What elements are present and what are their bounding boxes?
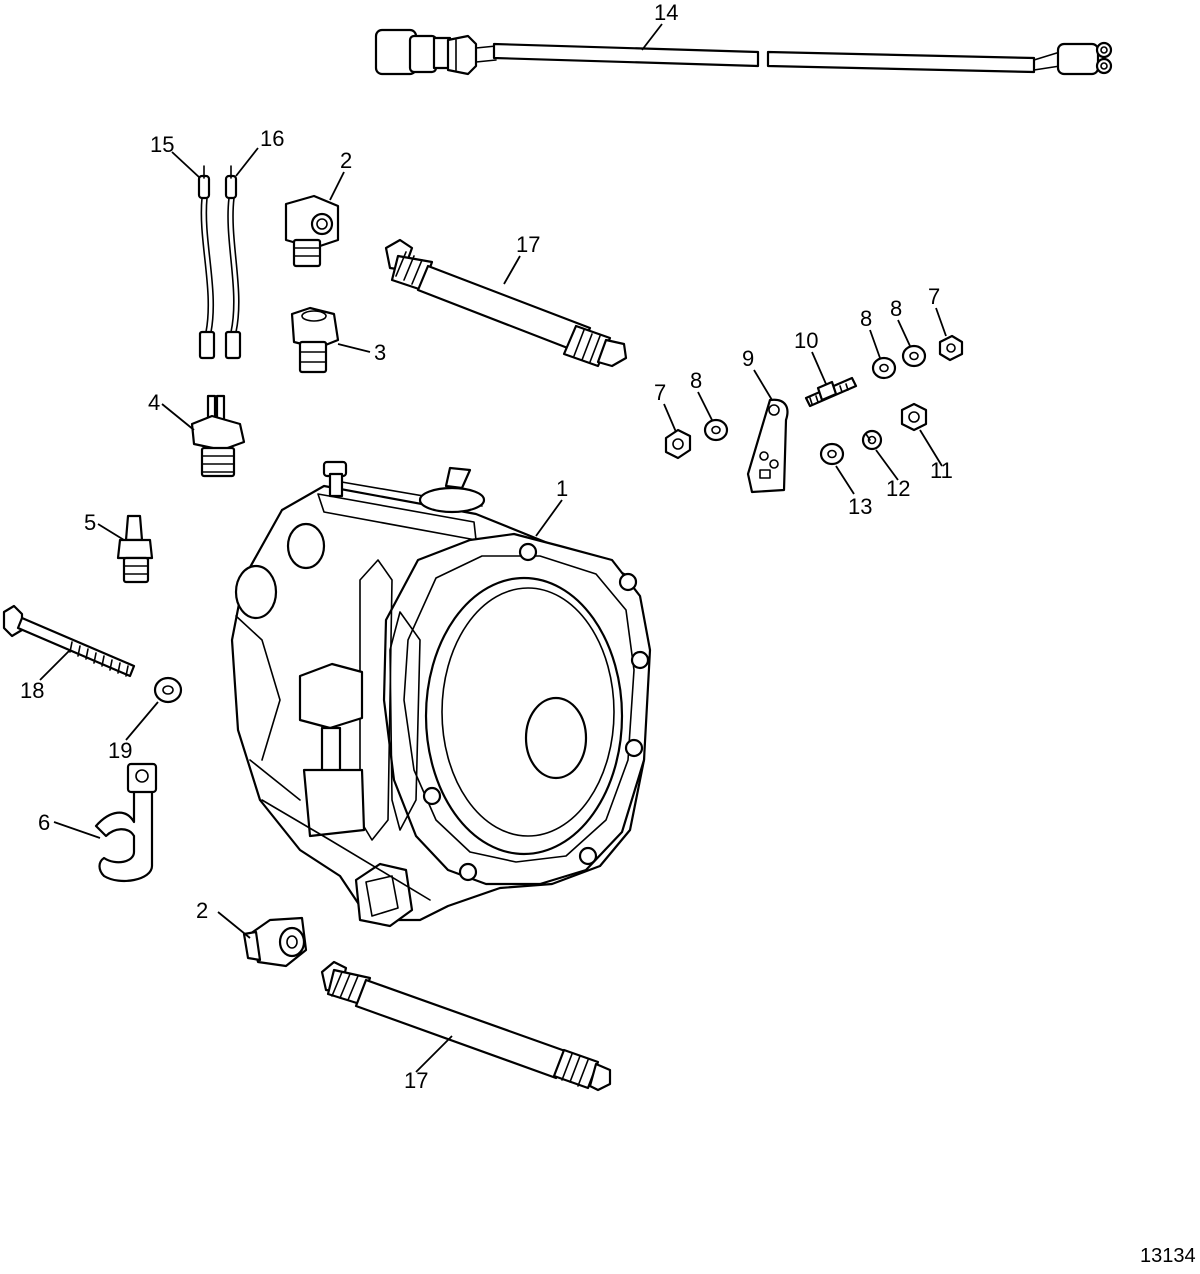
callout-8-right: 8	[890, 296, 902, 321]
callout-13: 13	[848, 494, 872, 519]
washer-part-19	[153, 676, 183, 704]
callout-17-upper: 17	[516, 232, 540, 257]
switch-part-4	[190, 394, 246, 478]
stud-part-10	[804, 376, 858, 408]
hose-barb-part-5	[116, 514, 154, 584]
callout-2-lower: 2	[196, 898, 208, 923]
lead-part-15	[197, 165, 216, 360]
callout-2-upper: 2	[340, 148, 352, 173]
bolt-part-18	[2, 604, 136, 678]
callout-16: 16	[260, 126, 284, 151]
adapter-fitting-part-3	[290, 306, 340, 374]
nut-part-11	[900, 402, 928, 432]
callout-12: 12	[886, 476, 910, 501]
callout-6: 6	[38, 810, 50, 835]
callout-9: 9	[742, 346, 754, 371]
callout-8-left: 8	[690, 368, 702, 393]
callout-1: 1	[556, 476, 568, 501]
nut-part-7-left	[664, 428, 692, 460]
elbow-fitting-part-2-lower	[242, 916, 308, 968]
transmission-housing-part-1	[230, 460, 652, 928]
callout-15: 15	[150, 132, 174, 157]
washer-part-8-right	[901, 344, 927, 368]
callout-8-mid: 8	[860, 306, 872, 331]
callout-10: 10	[794, 328, 818, 353]
lead-part-16	[224, 165, 242, 360]
callout-18: 18	[20, 678, 44, 703]
callout-3: 3	[374, 340, 386, 365]
callout-labels: 14 15 16 2 3 4 5 18 19 6 2 17 17 1 7 8 9…	[20, 0, 953, 1093]
figure-id: 13134	[1140, 1245, 1196, 1267]
callout-11: 11	[930, 458, 953, 483]
clamp-part-6	[94, 762, 158, 883]
leader-lines	[39, 23, 947, 1073]
bracket-part-9	[746, 398, 789, 494]
callout-17-lower: 17	[404, 1068, 428, 1093]
washer-part-8-mid	[871, 356, 897, 380]
callout-4: 4	[148, 390, 160, 415]
hose-part-17-upper	[384, 238, 628, 368]
hose-part-17-lower	[320, 960, 612, 1092]
lock-washer-part-12	[861, 429, 883, 451]
callout-7-right: 7	[928, 284, 940, 309]
callout-7-left: 7	[654, 380, 666, 405]
washer-part-8-left	[703, 418, 729, 442]
wire-harness-part-14	[374, 28, 1113, 76]
elbow-fitting-part-2-upper	[284, 194, 340, 268]
callout-14: 14	[654, 0, 678, 25]
nut-part-7-right	[938, 334, 964, 362]
callout-5: 5	[84, 510, 96, 535]
callout-19: 19	[108, 738, 132, 763]
washer-part-13	[819, 442, 845, 466]
